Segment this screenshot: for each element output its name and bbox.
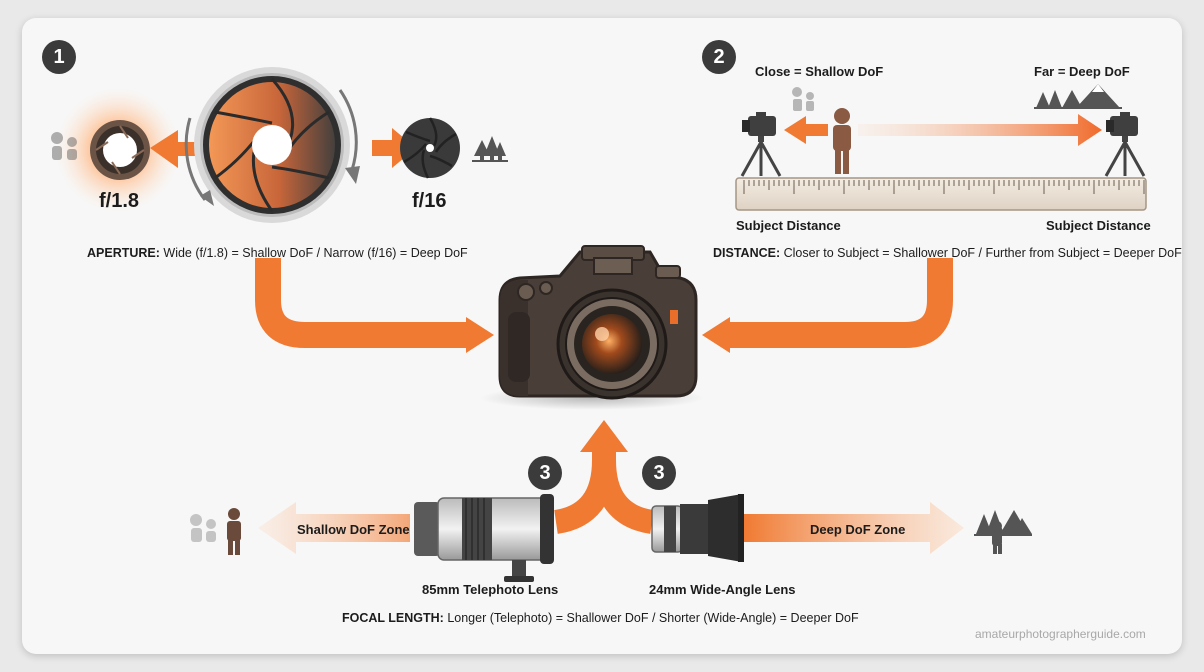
shallow-zone-label: Shallow DoF Zone	[297, 522, 410, 537]
tripod-camera-right-icon	[1104, 112, 1146, 177]
distance-caption: DISTANCE: Closer to Subject = Shallower …	[713, 246, 1182, 260]
distance-scenery-icon	[1034, 84, 1122, 109]
step-badge-focal-tele: 3	[528, 456, 562, 490]
wide-aperture-icon	[90, 120, 150, 180]
focal-subject-person-icon	[227, 508, 241, 555]
wide-angle-lens-icon	[651, 494, 744, 562]
subject-person-icon	[833, 108, 851, 174]
wide-angle-lens-label: 24mm Wide-Angle Lens	[649, 582, 796, 597]
wide-aperture-label: f/1.8	[99, 190, 140, 212]
deep-zone-label: Deep DoF Zone	[810, 522, 906, 537]
site-credit: amateurphotographerguide.com	[975, 627, 1146, 641]
distance-close-arrow	[784, 116, 828, 144]
far-label: Far = Deep DoF	[1034, 64, 1130, 79]
dslr-camera-icon	[480, 245, 704, 410]
step-badge-aperture: 1	[42, 40, 76, 74]
focal-blurred-person-icon	[190, 514, 216, 542]
aperture-right-arrow	[372, 128, 416, 168]
aperture-caption: APERTURE: Wide (f/1.8) = Shallow DoF / N…	[87, 246, 468, 260]
distance-caption-key: DISTANCE:	[713, 246, 781, 260]
focal-caption-key: FOCAL LENGTH:	[342, 611, 444, 625]
ruler-right-label: Subject Distance	[1046, 218, 1151, 233]
telephoto-lens-label: 85mm Telephoto Lens	[422, 582, 559, 597]
distance-caption-text: Closer to Subject = Shallower DoF / Furt…	[783, 246, 1182, 260]
ruler-left-label: Subject Distance	[736, 218, 841, 233]
shallow-zone-arrow	[258, 502, 410, 554]
focal-caption-text: Longer (Telephoto) = Shallower DoF / Sho…	[447, 611, 859, 625]
trees-icon	[472, 136, 508, 162]
tripod-camera-left-icon	[740, 112, 782, 177]
distance-blurred-person-icon	[792, 87, 814, 111]
step-badge-focal-wide: 3	[642, 456, 676, 490]
aperture-flow-arrow	[255, 258, 468, 348]
distance-far-arrow	[858, 114, 1102, 146]
distance-ruler	[735, 177, 1147, 211]
distance-flow-arrow	[728, 258, 953, 348]
telephoto-lens-icon	[414, 494, 554, 582]
wide-flow-arrow	[592, 459, 655, 534]
step-badge-distance: 2	[702, 40, 736, 74]
aperture-caption-key: APERTURE:	[87, 246, 160, 260]
narrow-aperture-icon	[400, 117, 460, 179]
focal-caption: FOCAL LENGTH: Longer (Telephoto) = Shall…	[342, 611, 859, 625]
big-aperture-icon	[184, 67, 360, 223]
focal-scenery-icon	[974, 510, 1032, 554]
narrow-aperture-label: f/16	[412, 190, 447, 212]
aperture-left-arrow	[150, 130, 196, 168]
deep-zone-arrow	[744, 502, 964, 554]
blurred-person-icon	[51, 132, 77, 160]
close-label: Close = Shallow DoF	[755, 64, 884, 79]
aperture-caption-text: Wide (f/1.8) = Shallow DoF / Narrow (f/1…	[163, 246, 468, 260]
